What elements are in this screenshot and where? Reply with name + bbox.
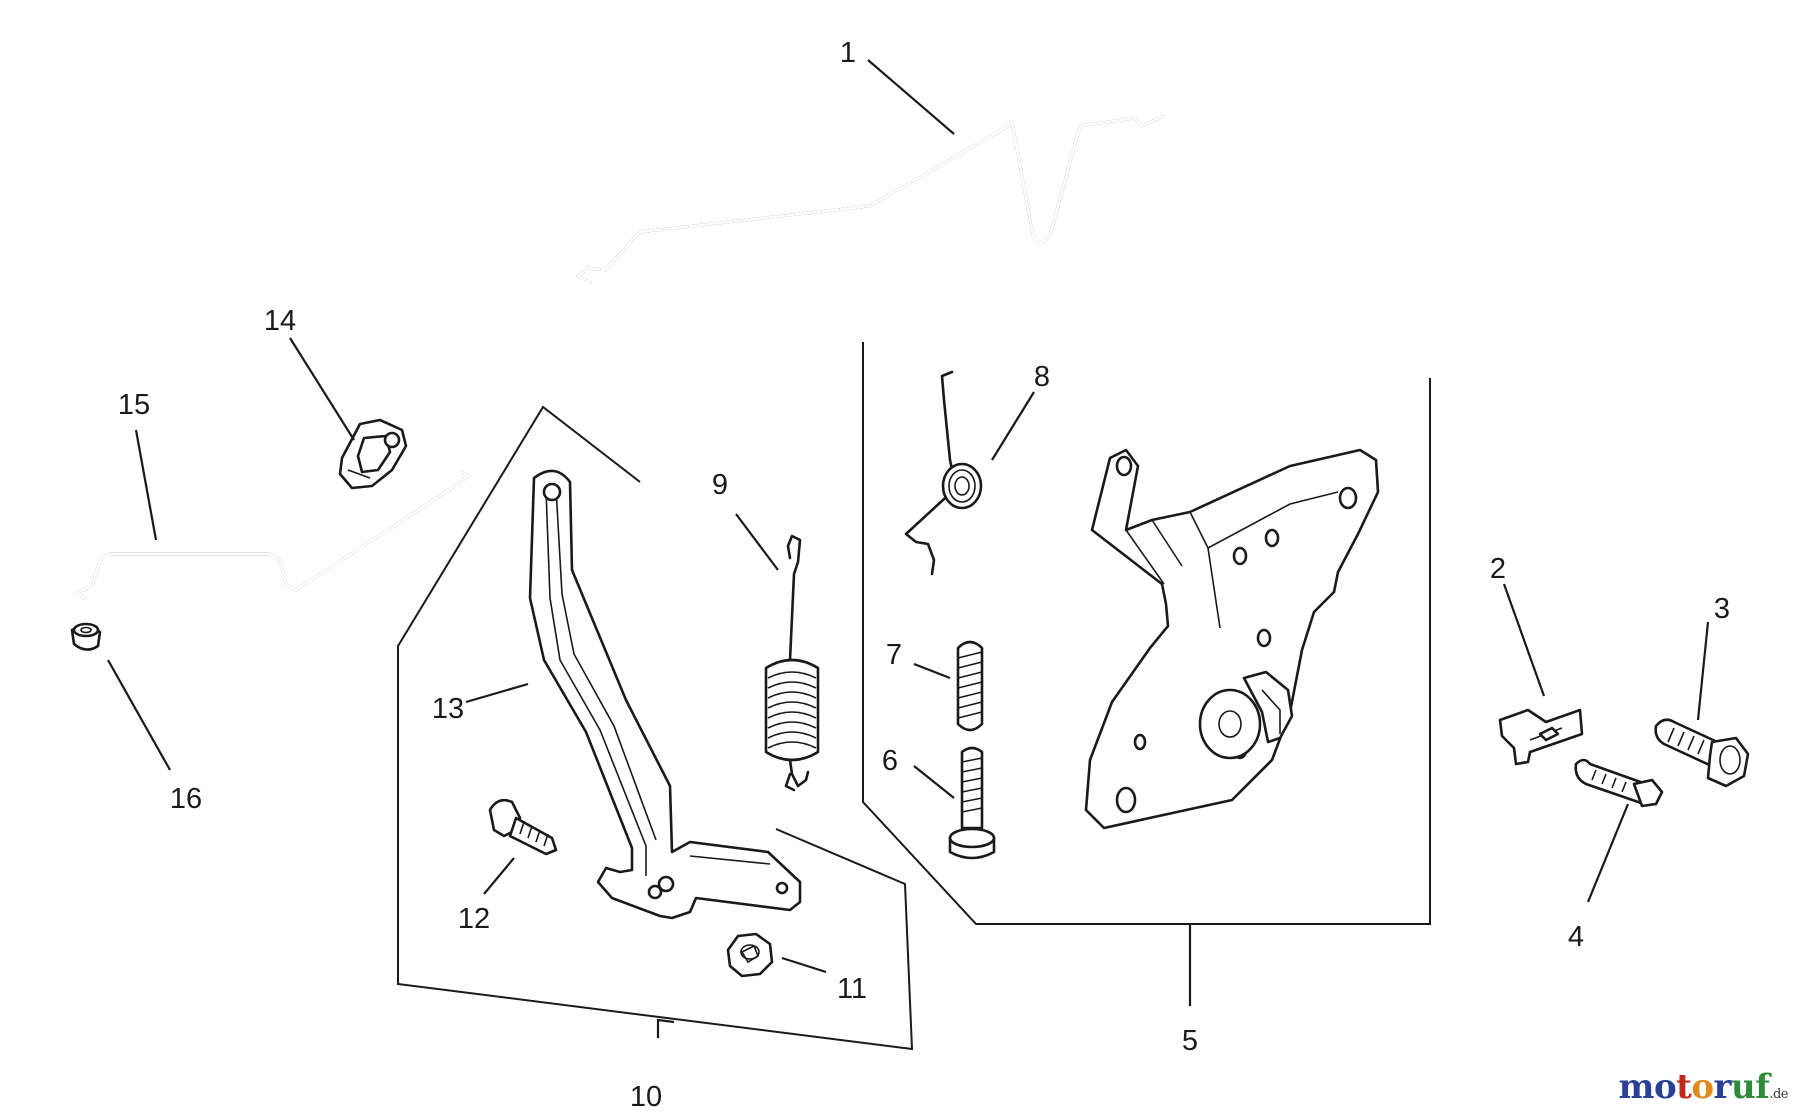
watermark-letter: t <box>1676 1067 1692 1107</box>
callout-16: 16 <box>170 783 202 815</box>
part-2-cable-clip <box>1498 708 1584 766</box>
watermark-letter: m <box>1618 1067 1654 1107</box>
part-3-bolt <box>1654 718 1750 788</box>
part-8-torsion-spring <box>904 370 983 576</box>
watermark-letter: f <box>1755 1067 1770 1107</box>
motoruf-watermark-logo: motoruf.de <box>1618 1067 1788 1107</box>
callout-8: 8 <box>1034 361 1050 393</box>
watermark-letters: motoruf <box>1618 1067 1769 1107</box>
callout-5: 5 <box>1182 1025 1198 1057</box>
callout-15: 15 <box>118 389 150 421</box>
callout-13: 13 <box>432 693 464 725</box>
leader-10 <box>656 1018 675 1038</box>
leader-13 <box>465 682 529 704</box>
watermark-suffix: .de <box>1769 1087 1788 1102</box>
part-1-governor-rod <box>576 114 1165 284</box>
leader-6 <box>913 765 955 799</box>
callout-11: 11 <box>837 973 867 1005</box>
leader-3 <box>1696 621 1710 721</box>
part-5-group-outline <box>862 342 1431 925</box>
callout-2: 2 <box>1490 553 1506 585</box>
callout-10: 10 <box>630 1081 662 1113</box>
leader-16 <box>107 659 171 771</box>
part-12-stud <box>488 798 558 856</box>
part-4-pin <box>1574 758 1664 808</box>
part-16-bushing <box>70 622 102 651</box>
watermark-letter: r <box>1713 1067 1732 1107</box>
callout-1: 1 <box>840 37 856 69</box>
callout-9: 9 <box>712 469 728 501</box>
watermark-letter: u <box>1730 1067 1756 1107</box>
part-11-nut <box>726 932 774 978</box>
watermark-letter: o <box>1691 1067 1714 1107</box>
callout-3: 3 <box>1714 593 1730 625</box>
leader-2 <box>1502 583 1546 697</box>
part-7-compression-spring <box>956 640 984 732</box>
part-10-group-outline <box>397 405 914 1051</box>
leader-9 <box>735 513 779 571</box>
part-15-choke-rod <box>76 470 470 600</box>
leader-lines <box>107 59 1710 1038</box>
leader-1 <box>867 59 955 135</box>
callout-12: 12 <box>458 903 490 935</box>
part-13-throttle-lever <box>528 469 802 920</box>
part-5-control-bracket <box>1084 448 1380 830</box>
leader-4 <box>1586 803 1630 903</box>
leader-8 <box>991 391 1035 461</box>
watermark-letter: o <box>1653 1067 1677 1107</box>
leader-15 <box>134 429 158 541</box>
part-9-extension-spring <box>764 534 820 792</box>
part-6-screw <box>948 746 996 860</box>
leader-14 <box>289 337 355 441</box>
leader-11 <box>781 956 827 974</box>
callout-numbers: 1 2 3 4 5 6 7 8 9 10 11 12 13 14 15 16 <box>118 37 1730 1113</box>
callout-6: 6 <box>882 745 898 777</box>
part-14-cable-clamp <box>338 418 408 490</box>
leader-7 <box>913 662 951 680</box>
leader-12 <box>483 857 515 895</box>
callout-7: 7 <box>886 639 902 671</box>
callout-4: 4 <box>1568 921 1584 953</box>
callout-14: 14 <box>264 305 296 337</box>
